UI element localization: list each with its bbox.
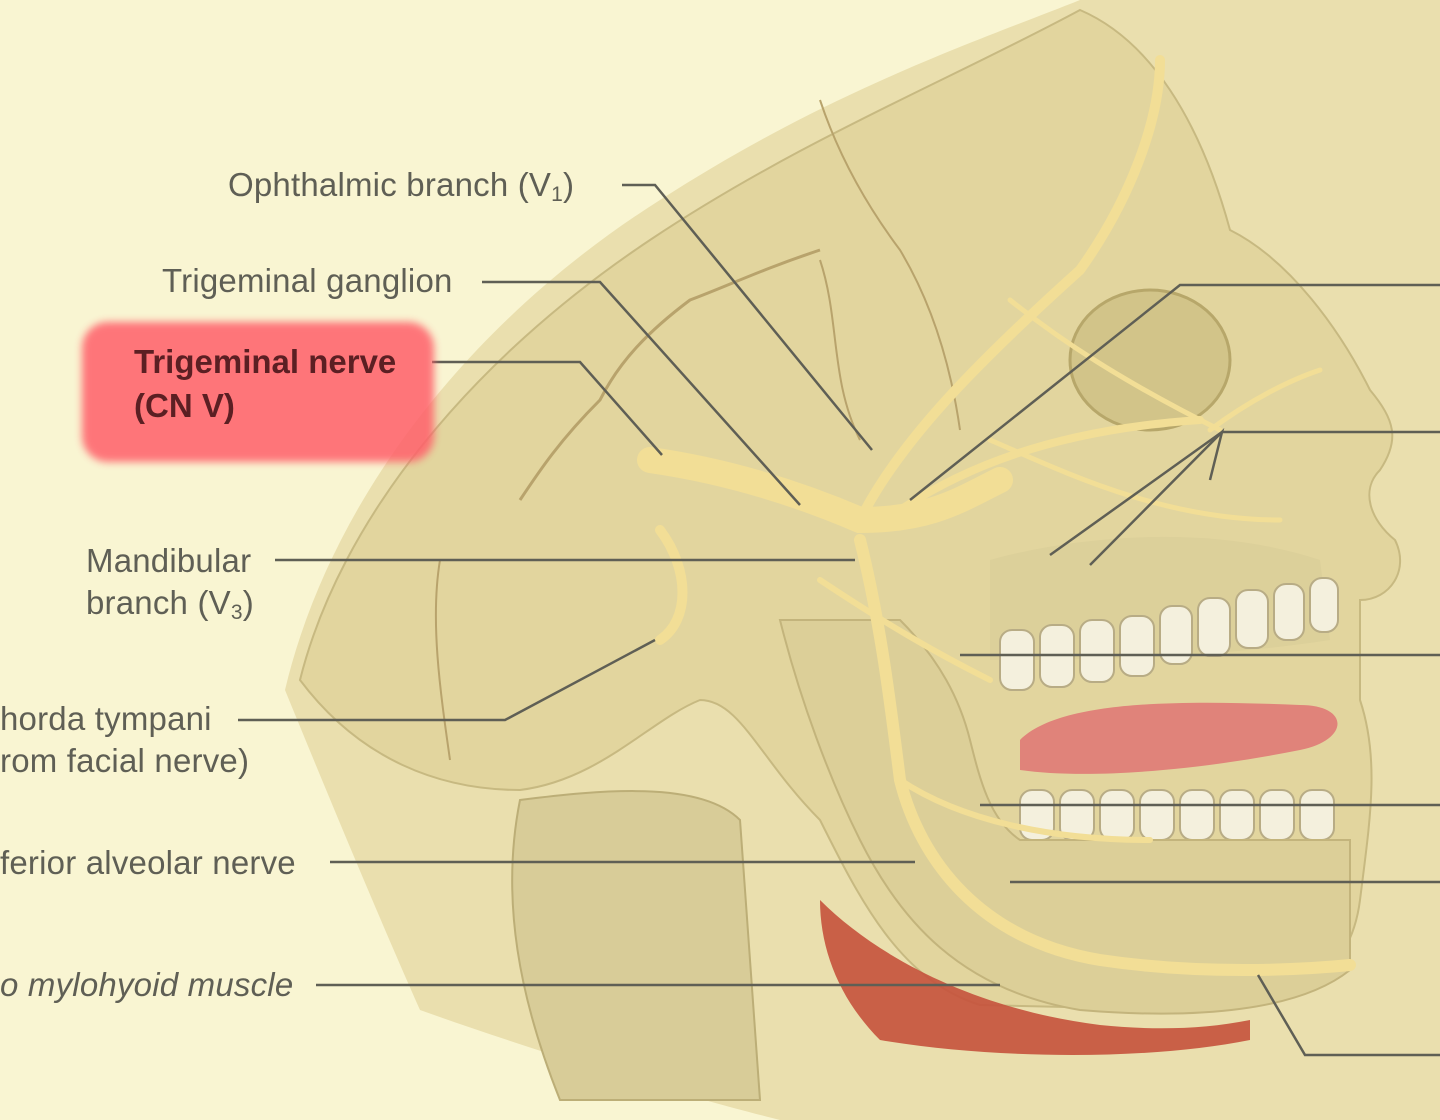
mandibular-line2-sub: 3 [230,601,243,624]
leader-lines [238,183,1440,1057]
suture [434,559,451,761]
mylohyoid-label: o mylohyoid muscle [0,966,294,1003]
leader-ophthalmic [622,183,873,451]
nerves [637,55,1356,976]
leader-trigeminal-nerve [432,360,663,456]
lower-teeth [1019,789,1335,841]
tongue [1020,702,1338,774]
trigeminal-nerve-line2: (CN V) [134,387,235,424]
leader-right-6 [1256,974,1440,1057]
cervical-spine [511,790,762,1101]
mylohyoid-muscle [820,900,1250,1055]
mandibular-line2: branch (V3) [86,582,254,624]
chorda-line1: horda tympani [0,700,212,737]
ophthalmic-sub: 1 [551,183,564,206]
chorda-line2: rom facial nerve) [0,742,250,779]
trigeminal-ganglion-label: Trigeminal ganglion [162,262,453,299]
upper-teeth [999,577,1339,691]
ophthalmic-text: Ophthalmic branch (V [228,166,552,203]
suture [819,259,861,441]
suture [819,99,961,431]
mandibular-line2-close: ) [242,584,254,621]
leader-chorda [238,638,656,722]
chorda-tympani-label: horda tympani rom facial nerve) [0,698,249,782]
orbit [1068,288,1232,432]
mandibular-branch-label: Mandibular branch (V3) [86,540,254,624]
ophthalmic-branch-label: Ophthalmic branch (V1) [228,164,574,206]
leader-right-2b [1089,427,1225,566]
trigeminal-nerve-label: Trigeminal nerve (CN V) [134,340,396,428]
mandibular-line1: Mandibular [86,542,252,579]
suture [518,248,821,501]
leader-ganglion [482,280,801,506]
ophthalmic-close: ) [563,166,575,203]
highlight-marker [82,322,434,462]
mandibular-line2-text: branch (V [86,584,231,621]
trigeminal-nerve-line1: Trigeminal nerve [134,343,397,380]
inferior-alveolar-label: ferior alveolar nerve [0,844,296,881]
leader-right-1 [909,283,1440,501]
mandible [778,619,1351,1015]
